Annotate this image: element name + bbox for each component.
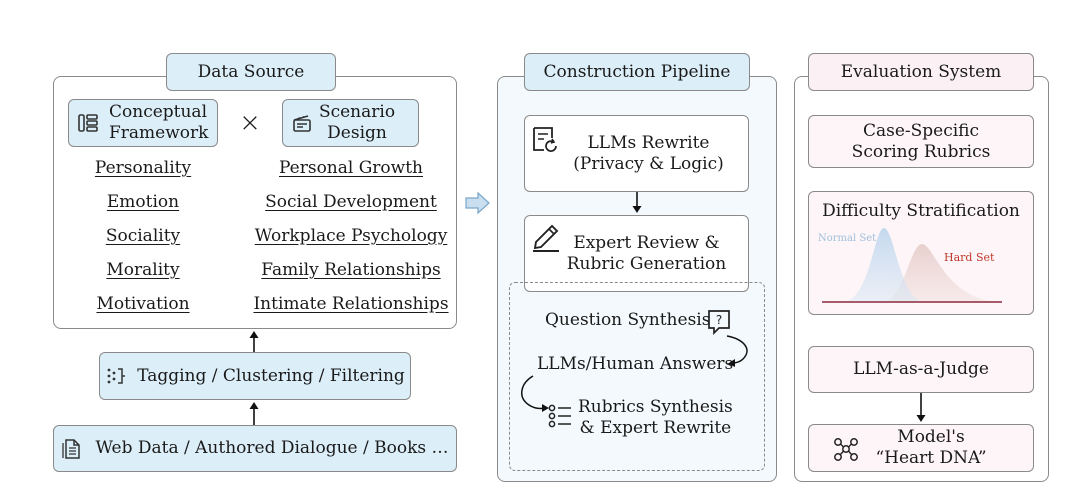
list-item: Morality — [106, 260, 180, 280]
llms-rewrite-line2: (Privacy & Logic) — [573, 153, 724, 174]
list-item: Family Relationships — [261, 260, 441, 280]
list-item: Social Development — [265, 192, 437, 212]
scoring-rubrics-box: Case-Specific Scoring Rubrics — [808, 115, 1034, 168]
refresh-doc-icon — [531, 125, 561, 155]
document-icon — [61, 438, 83, 460]
heart-dna-line1: Model's — [897, 427, 965, 447]
arrow-tagging-to-source — [249, 331, 259, 352]
llm-judge-box: LLM-as-a-Judge — [808, 346, 1034, 393]
llms-rewrite-line1: LLMs Rewrite — [587, 132, 710, 153]
molecule-icon — [831, 434, 861, 464]
list-item: Sociality — [105, 226, 181, 246]
data-source-title: Data Source — [166, 53, 336, 91]
llm-judge-label: LLM-as-a-Judge — [853, 359, 989, 379]
rubrics-synthesis-line2: & Expert Rewrite — [579, 418, 732, 438]
sparkle-nodes-icon — [105, 365, 127, 387]
tagging-box: Tagging / Clustering / Filtering — [99, 352, 411, 400]
scenario-design-box: Scenario Design — [282, 99, 419, 147]
web-data-label: Web Data / Authored Dialogue / Books … — [95, 438, 449, 458]
llms-rewrite-box: LLMs Rewrite (Privacy & Logic) — [524, 115, 749, 192]
pipeline-title: Construction Pipeline — [524, 53, 750, 91]
list-item: Personality — [94, 158, 192, 178]
list-item: Workplace Psychology — [254, 226, 448, 246]
times-symbol: × — [239, 108, 261, 138]
question-synthesis-label: Question Synthesis — [545, 310, 711, 330]
list-item: Motivation — [96, 294, 190, 314]
pen-icon — [530, 222, 562, 252]
rubrics-synthesis-line1: Rubrics Synthesis — [578, 397, 733, 417]
difficulty-distribution-chart: Normal Set Hard Set — [818, 228, 1002, 303]
conceptual-framework-box: Conceptual Framework — [68, 99, 218, 147]
normal-set-curve — [842, 228, 924, 302]
heart-dna-box: Model's “Heart DNA” — [808, 424, 1034, 472]
answers-label: LLMs/Human Answers — [537, 354, 734, 374]
curved-arrow-question-to-answers — [726, 335, 748, 367]
scenario-list: Personal Growth Social Development Workp… — [253, 151, 449, 321]
curved-arrow-answers-to-rubrics — [521, 375, 549, 412]
arrow-rewrite-to-review — [632, 192, 642, 213]
conceptual-framework-label: Conceptual Framework — [109, 102, 209, 143]
right-arrow-icon — [465, 191, 490, 215]
list-item: Intimate Relationships — [253, 294, 449, 314]
hard-set-label: Hard Set — [944, 251, 995, 264]
evaluation-title: Evaluation System — [808, 53, 1034, 91]
expert-review-box: Expert Review & Rubric Generation — [524, 215, 749, 292]
question-bubble-icon: ? — [707, 309, 733, 336]
normal-set-label: Normal Set — [818, 233, 876, 244]
concept-list: Personality Emotion Sociality Morality M… — [72, 151, 214, 321]
web-data-box: Web Data / Authored Dialogue / Books … — [53, 425, 457, 472]
heart-dna-line2: “Heart DNA” — [875, 448, 987, 468]
clapperboard-icon — [291, 112, 317, 134]
synthesis-dashed-region — [509, 282, 765, 471]
list-item: Personal Growth — [278, 158, 424, 178]
hard-set-curve — [882, 244, 998, 302]
arrow-judge-to-dna — [916, 393, 926, 422]
expert-review-line1: Expert Review & — [573, 232, 720, 253]
tagging-label: Tagging / Clustering / Filtering — [137, 365, 405, 386]
scoring-rubrics-line1: Case-Specific — [862, 120, 980, 141]
svg-text:?: ? — [716, 313, 722, 327]
rubrics-synthesis-label: Rubrics Synthesis & Expert Rewrite — [578, 397, 733, 439]
expert-review-line2: Rubric Generation — [566, 253, 727, 274]
difficulty-title: Difficulty Stratification — [822, 201, 1020, 221]
checklist-icon — [547, 403, 573, 429]
scenario-design-label: Scenario Design — [318, 102, 396, 143]
list-item: Emotion — [106, 192, 180, 212]
list-tree-icon — [77, 112, 103, 134]
scoring-rubrics-line2: Scoring Rubrics — [851, 141, 991, 162]
arrow-web-to-tagging — [249, 402, 259, 425]
